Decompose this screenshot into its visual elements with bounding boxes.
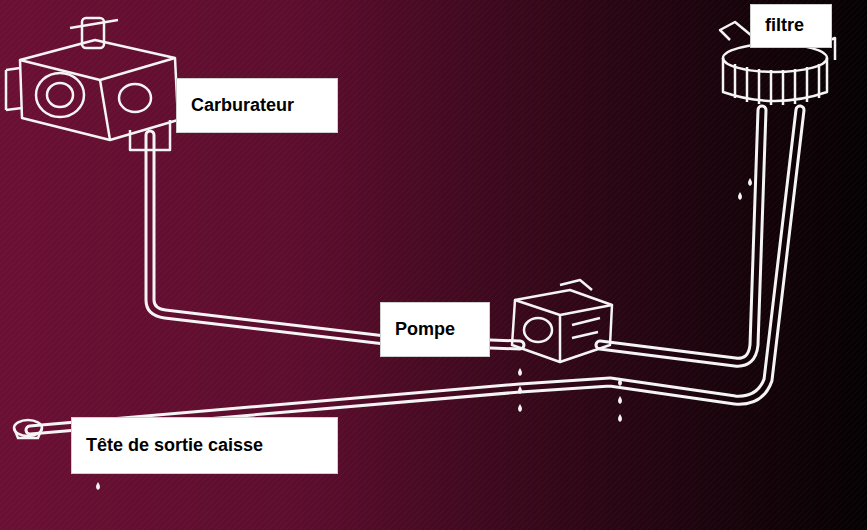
part-label: filtre [750,4,832,48]
part-label: Tête de sortie caisse [71,417,338,474]
label-text: Tête de sortie caisse [86,435,263,457]
label-text: Carburateur [191,95,294,117]
fuel-lines [30,110,800,430]
part-label: Pompe [380,302,490,357]
carburetor-drawing [6,18,178,150]
label-text: filtre [765,15,804,37]
label-text: Pompe [395,319,455,341]
tank-outlet-drawing [14,420,42,438]
part-label: Carburateur [176,78,338,133]
pump-drawing [512,280,612,362]
